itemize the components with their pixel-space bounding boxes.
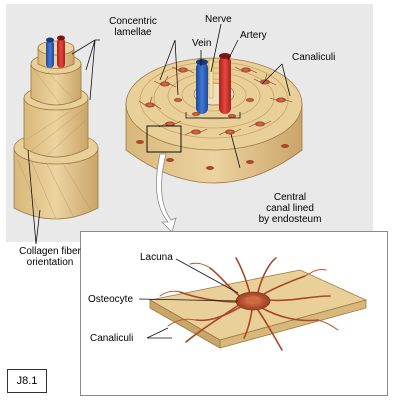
label-collagen-fiber: Collagen fiber orientation bbox=[12, 246, 88, 268]
leader-lines-bottom bbox=[138, 258, 239, 339]
label-lacuna: Lacuna bbox=[140, 252, 173, 263]
zoom-arrow bbox=[156, 153, 177, 233]
label-central-canal: Central canal lined by endosteum bbox=[250, 192, 330, 225]
label-concentric-lamellae-line1: Concentric bbox=[109, 16, 157, 27]
label-concentric-lamellae: Concentric lamellae bbox=[98, 16, 168, 38]
label-artery: Artery bbox=[240, 30, 267, 41]
label-canaliculi-bottom: Canaliculi bbox=[90, 333, 134, 344]
label-nerve: Nerve bbox=[205, 14, 232, 25]
label-central-canal-line2: canal lined bbox=[266, 203, 314, 214]
osteocyte-cell bbox=[159, 257, 339, 351]
osteon-ring bbox=[125, 53, 303, 184]
figure-id-badge: J8.1 bbox=[7, 369, 47, 393]
label-central-canal-line1: Central bbox=[273, 192, 307, 203]
label-collagen-line1: Collagen fiber bbox=[19, 246, 81, 257]
label-central-canal-line3: by endosteum bbox=[258, 214, 322, 225]
label-collagen-line2: orientation bbox=[26, 257, 74, 268]
telescoped-lamellae bbox=[13, 35, 99, 220]
label-concentric-lamellae-line2: lamellae bbox=[114, 27, 152, 38]
label-vein: Vein bbox=[192, 38, 212, 49]
label-canaliculi-top: Canaliculi bbox=[292, 52, 336, 63]
label-osteocyte: Osteocyte bbox=[88, 294, 134, 305]
